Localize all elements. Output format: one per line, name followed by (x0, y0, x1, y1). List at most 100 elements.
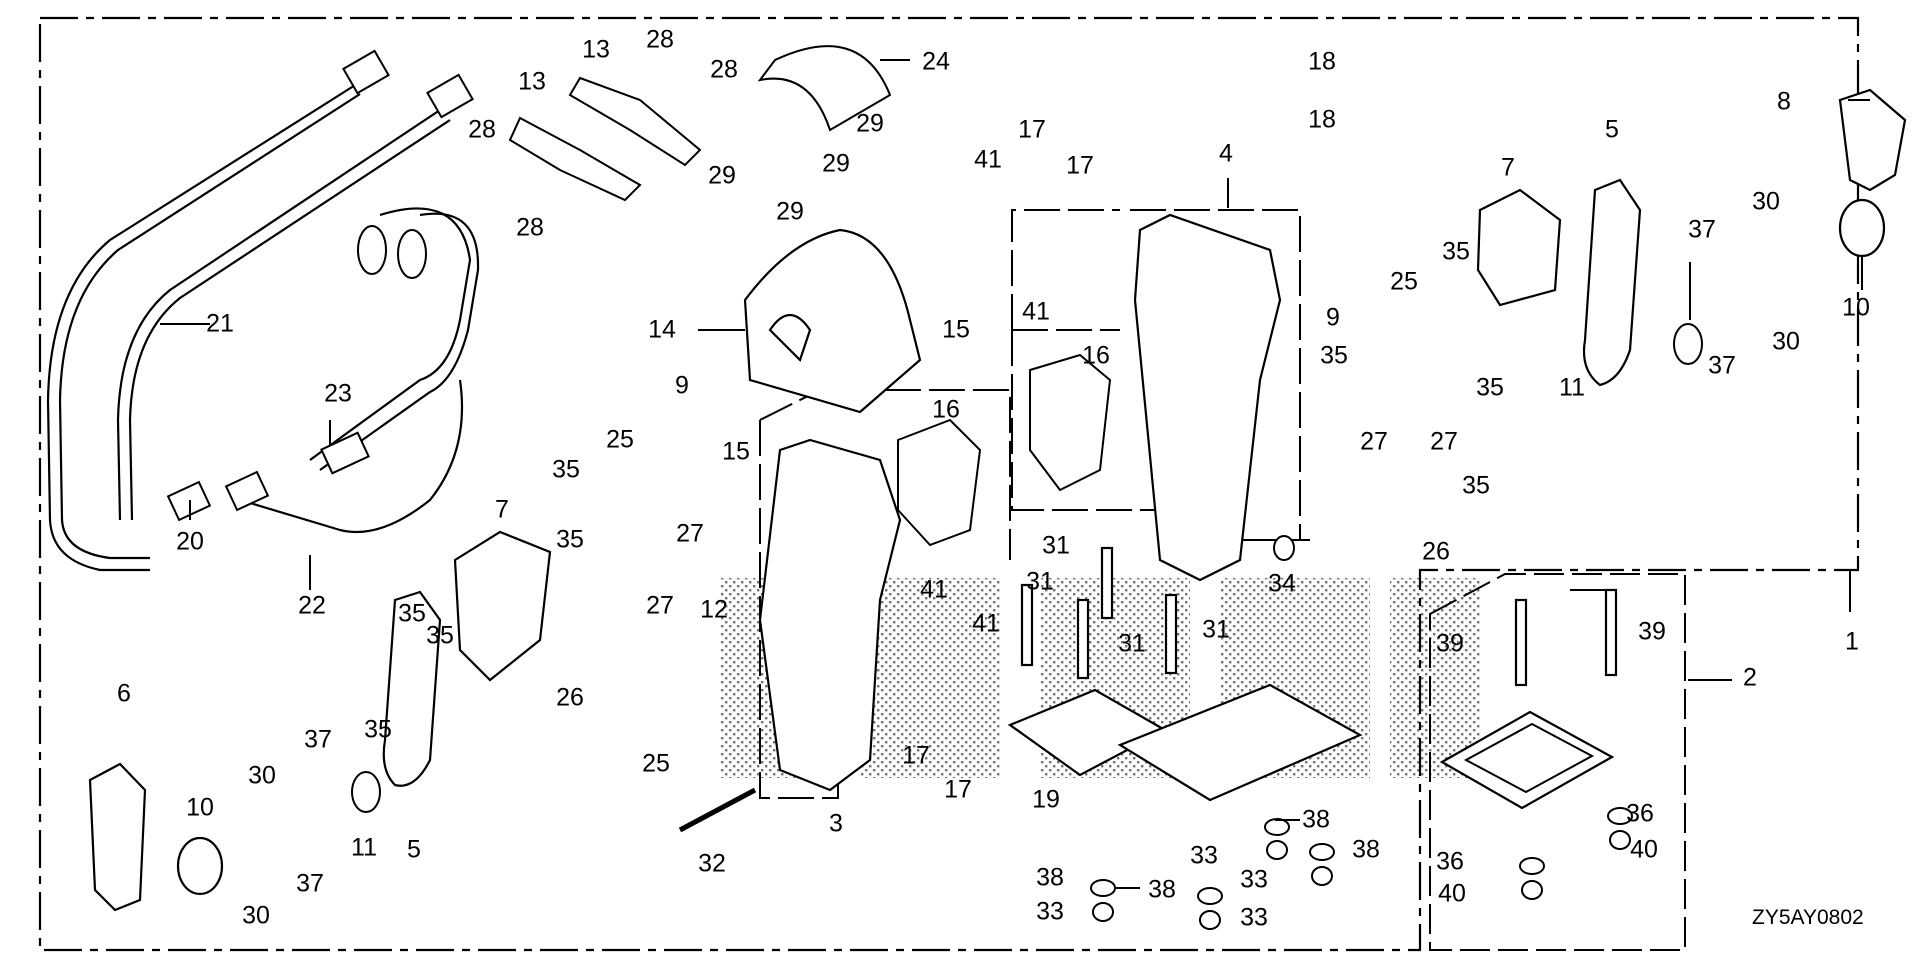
callout-25: 25 (606, 425, 634, 454)
wire-harness (46, 81, 480, 572)
callout-39: 39 (1436, 629, 1464, 658)
callout-36: 36 (1436, 847, 1464, 876)
callout-13: 13 (582, 35, 610, 64)
callout-31: 31 (1026, 567, 1054, 596)
bracket-13 (508, 76, 702, 202)
callout-10: 10 (1842, 293, 1870, 322)
callout-37: 37 (296, 869, 324, 898)
callout-35: 35 (1442, 237, 1470, 266)
callout-37: 37 (1688, 215, 1716, 244)
callout-20: 20 (176, 527, 204, 556)
callout-29: 29 (822, 149, 850, 178)
callout-9: 9 (675, 371, 689, 400)
callout-31: 31 (1042, 531, 1070, 560)
callout-30: 30 (1752, 187, 1780, 216)
callout-29: 29 (856, 109, 884, 138)
callout-36: 36 (1626, 799, 1654, 828)
callout-27: 27 (676, 519, 704, 548)
callout-35: 35 (552, 455, 580, 484)
callout-25: 25 (642, 749, 670, 778)
callout-38: 38 (1352, 835, 1380, 864)
callout-2: 2 (1743, 663, 1757, 692)
callout-28: 28 (516, 213, 544, 242)
callout-3: 3 (829, 809, 843, 838)
callout-7: 7 (1501, 153, 1515, 182)
callout-21: 21 (206, 309, 234, 338)
callout-35: 35 (398, 599, 426, 628)
base-plate (1117, 683, 1363, 802)
callout-40: 40 (1630, 835, 1658, 864)
gasket-16 (897, 418, 982, 547)
callout-9: 9 (1326, 303, 1340, 332)
callout-33: 33 (1190, 841, 1218, 870)
callout-17: 17 (902, 741, 930, 770)
callout-5: 5 (407, 835, 421, 864)
callout-16: 16 (932, 395, 960, 424)
callout-22: 22 (298, 591, 326, 620)
figure-code: ZY5AY0802 (1752, 906, 1864, 929)
callout-19: 19 (1032, 785, 1060, 814)
callout-16: 16 (1082, 341, 1110, 370)
control-box-4 (1133, 213, 1282, 582)
lever-cover-7 (1476, 188, 1562, 307)
callout-35: 35 (1320, 341, 1348, 370)
assembly-2-boundary (1429, 573, 1686, 951)
callout-15: 15 (942, 315, 970, 344)
callout-17: 17 (1066, 151, 1094, 180)
grommet-10 (176, 836, 224, 896)
callout-39: 39 (1638, 617, 1666, 646)
callout-35: 35 (1476, 373, 1504, 402)
callout-41: 41 (1022, 297, 1050, 326)
callout-30: 30 (1772, 327, 1800, 356)
callout-11: 11 (1559, 373, 1585, 402)
grommet-10 (1838, 198, 1886, 258)
callout-28: 28 (710, 55, 738, 84)
callout-5: 5 (1605, 115, 1619, 144)
callout-6: 6 (117, 679, 131, 708)
bolt-32 (678, 787, 757, 833)
callout-33: 33 (1036, 897, 1064, 926)
callout-37: 37 (304, 725, 332, 754)
callout-27: 27 (1360, 427, 1388, 456)
callout-40: 40 (1438, 879, 1466, 908)
cover-24 (757, 45, 892, 132)
leader-lines (160, 59, 1870, 889)
callout-30: 30 (242, 901, 270, 930)
callout-26: 26 (1422, 537, 1450, 566)
connector-icon (166, 49, 474, 522)
spacer-plate-2-inner (1463, 722, 1595, 794)
callout-29: 29 (708, 161, 736, 190)
callout-28: 28 (646, 25, 674, 54)
spacer-plate-2 (1439, 710, 1615, 810)
handle-6 (88, 762, 147, 912)
callout-27: 27 (1430, 427, 1458, 456)
callout-14: 14 (648, 315, 676, 344)
callout-30: 30 (248, 761, 276, 790)
callout-15: 15 (722, 437, 750, 466)
assembly-1-boundary (38, 16, 1860, 952)
callout-41: 41 (920, 575, 948, 604)
callout-28: 28 (468, 115, 496, 144)
lever-cover-7 (453, 530, 552, 682)
callout-41: 41 (972, 609, 1000, 638)
bolt-icon (1020, 546, 1618, 687)
callout-35: 35 (1462, 471, 1490, 500)
callout-17: 17 (944, 775, 972, 804)
lever-arm-5 (382, 590, 442, 787)
assembly-4-boundary (1011, 209, 1310, 541)
handle-8 (1838, 88, 1907, 192)
callout-27: 27 (646, 591, 674, 620)
callout-35: 35 (364, 715, 392, 744)
callout-38: 38 (1036, 863, 1064, 892)
callout-13: 13 (518, 67, 546, 96)
gasket-16 (1029, 353, 1112, 492)
callout-4: 4 (1219, 139, 1233, 168)
watermark (720, 578, 1480, 778)
callout-35: 35 (426, 621, 454, 650)
callout-17: 17 (1018, 115, 1046, 144)
callout-8: 8 (1777, 87, 1791, 116)
nut-icon (1090, 535, 1633, 930)
callout-33: 33 (1240, 903, 1268, 932)
callout-10: 10 (186, 793, 214, 822)
